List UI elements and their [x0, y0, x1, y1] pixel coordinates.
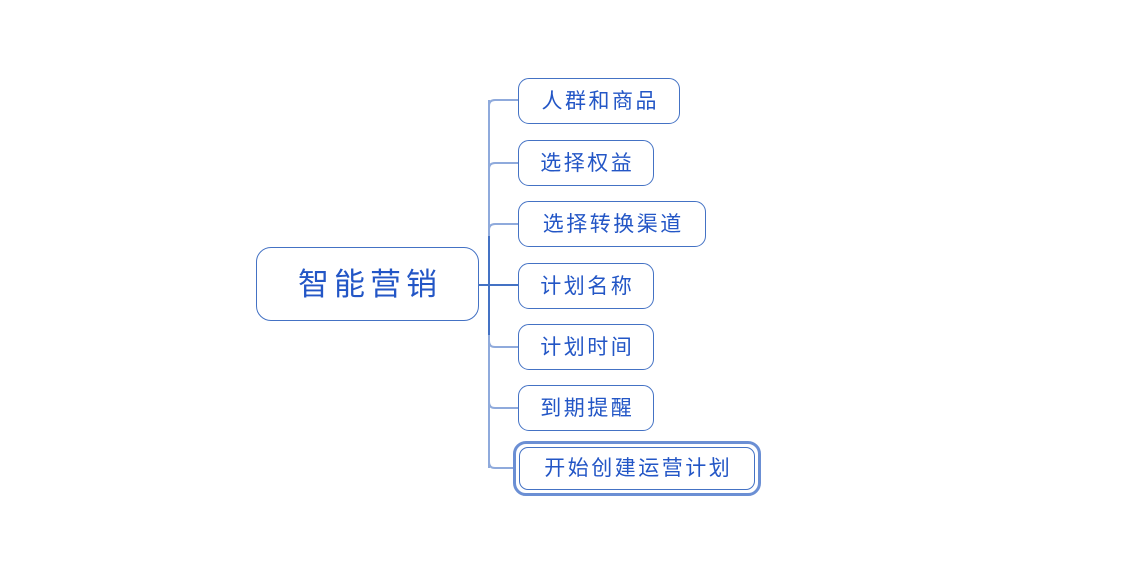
connector-branch-1 [488, 99, 518, 112]
mindmap-node-selected-outline[interactable]: 开始创建运营计划 [513, 441, 761, 496]
connector-branch-5 [488, 335, 518, 348]
connector-branch-2 [488, 162, 518, 175]
mindmap-node-xuanze-quanyi[interactable]: 选择权益 [518, 140, 654, 186]
mindmap-node-daoqi-tixing[interactable]: 到期提醒 [518, 385, 654, 431]
connector-branch-6 [488, 396, 518, 409]
mindmap-node-jihua-mingcheng[interactable]: 计划名称 [518, 263, 654, 309]
mindmap-node-renqun-he-shangpin[interactable]: 人群和商品 [518, 78, 680, 124]
mindmap-node-kaishi-chuangjian-yunying-jihua[interactable]: 开始创建运营计划 [519, 447, 755, 490]
connector-branch-3 [488, 223, 518, 236]
connector-branch-7 [488, 456, 513, 469]
mindmap-node-xuanze-zhuanhuan-qudao[interactable]: 选择转换渠道 [518, 201, 706, 247]
mindmap-root-node[interactable]: 智能营销 [256, 247, 479, 321]
mindmap-node-jihua-shijian[interactable]: 计划时间 [518, 324, 654, 370]
